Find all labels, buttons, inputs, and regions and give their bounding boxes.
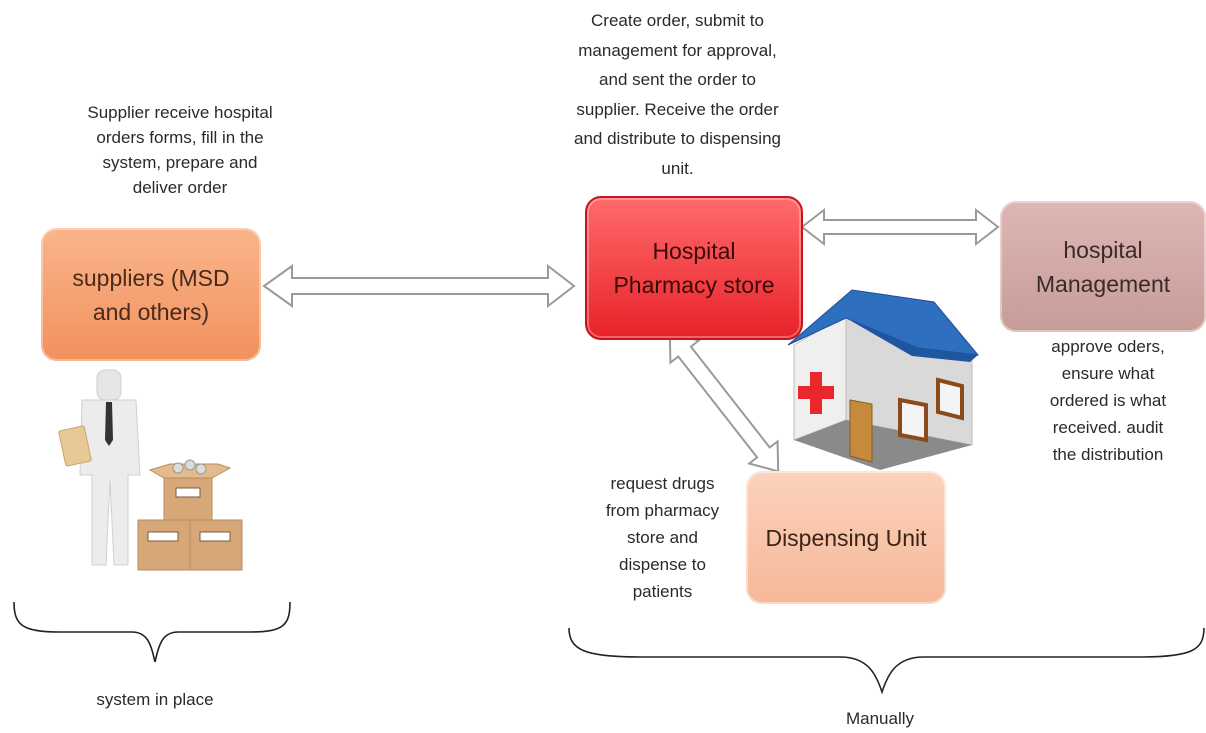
store-management-arrow [800, 207, 1000, 247]
right-brace [568, 627, 1205, 695]
hospital-management-box: hospital Management [1000, 201, 1206, 332]
hospital-building-icon [787, 289, 980, 470]
suppliers-box: suppliers (MSD and others) [41, 228, 261, 361]
store-annotation: Create order, submit to management for a… [574, 11, 781, 178]
store-dispensing-arrow [668, 331, 780, 473]
dispensing-annotation: request drugs from pharmacy store and di… [605, 474, 720, 601]
person-with-boxes-icon [58, 369, 243, 571]
supplier-store-arrow [262, 263, 576, 309]
left-brace [13, 601, 291, 663]
system-in-place-label: system in place [96, 690, 214, 709]
management-annotation: approve oders, ensure what ordered is wh… [1049, 337, 1167, 464]
dispensing-unit-box: Dispensing Unit [746, 471, 946, 604]
manually-label: Manually [845, 709, 915, 728]
supplier-annotation: Supplier receive hospital orders forms, … [87, 103, 273, 197]
pharmacy-store-box: Hospital Pharmacy store [585, 196, 803, 340]
